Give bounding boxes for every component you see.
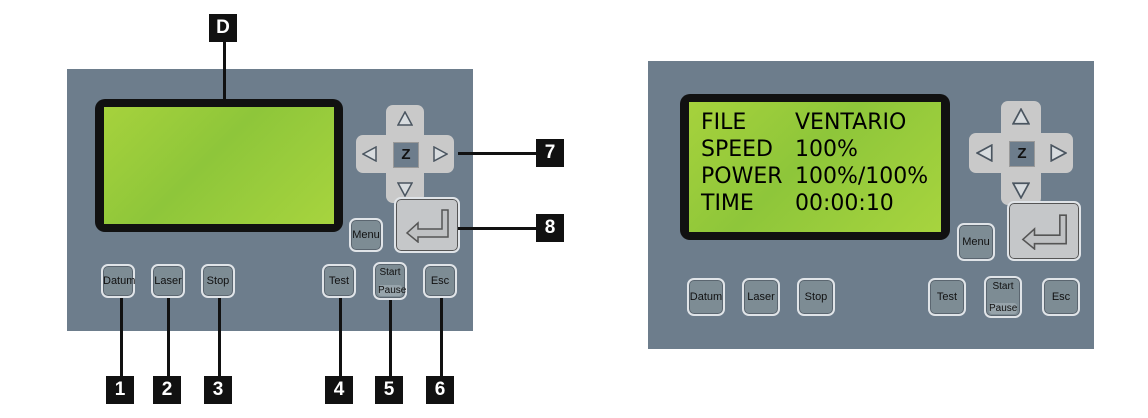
- callout-line-7: [458, 152, 536, 155]
- callout-line-4: [339, 298, 342, 376]
- callout-line-8: [458, 227, 536, 230]
- callout-d: D: [209, 14, 237, 42]
- control-panel-annotated: Z Menu Datum Laser Stop Test Start Pause…: [67, 69, 473, 331]
- direction-pad: Z: [969, 101, 1073, 205]
- stop-button[interactable]: Stop: [201, 264, 235, 298]
- arrow-up-icon[interactable]: [397, 111, 413, 127]
- esc-button[interactable]: Esc: [423, 264, 457, 298]
- callout-line-5: [389, 300, 392, 376]
- test-button[interactable]: Test: [928, 278, 966, 316]
- z-button[interactable]: Z: [393, 142, 419, 168]
- enter-button[interactable]: [1007, 201, 1081, 261]
- callout-3: 3: [204, 376, 232, 404]
- lcd-display-frame: [95, 99, 343, 232]
- datum-button[interactable]: Datum: [687, 278, 725, 316]
- callout-line-6: [440, 298, 443, 376]
- callout-line-2: [167, 298, 170, 376]
- callout-2: 2: [153, 376, 181, 404]
- arrow-down-icon[interactable]: [397, 181, 413, 197]
- arrow-right-icon[interactable]: [432, 146, 448, 162]
- start-pause-button[interactable]: Start Pause: [984, 276, 1022, 318]
- callout-line-1: [120, 298, 123, 376]
- arrow-up-icon[interactable]: [1012, 108, 1030, 126]
- enter-arrow-icon: [405, 209, 449, 243]
- start-pause-button[interactable]: Start Pause: [373, 262, 407, 300]
- laser-button[interactable]: Laser: [151, 264, 185, 298]
- menu-button[interactable]: Menu: [349, 218, 383, 252]
- stop-button[interactable]: Stop: [797, 278, 835, 316]
- callout-1: 1: [106, 376, 134, 404]
- datum-button[interactable]: Datum: [101, 264, 135, 298]
- callout-5: 5: [375, 376, 403, 404]
- arrow-down-icon[interactable]: [1012, 181, 1030, 199]
- z-button[interactable]: Z: [1009, 141, 1035, 167]
- enter-button[interactable]: [394, 197, 460, 253]
- arrow-left-icon[interactable]: [362, 146, 378, 162]
- arrow-left-icon[interactable]: [976, 144, 994, 162]
- direction-pad: Z: [356, 105, 454, 203]
- menu-button[interactable]: Menu: [957, 223, 995, 261]
- test-button[interactable]: Test: [322, 264, 356, 298]
- esc-button[interactable]: Esc: [1042, 278, 1080, 316]
- callout-4: 4: [325, 376, 353, 404]
- callout-line-d: [223, 42, 226, 102]
- callout-8: 8: [536, 214, 564, 242]
- callout-6: 6: [426, 376, 454, 404]
- lcd-screen: [104, 107, 334, 224]
- laser-button[interactable]: Laser: [742, 278, 780, 316]
- enter-arrow-icon: [1021, 214, 1067, 250]
- callout-7: 7: [536, 139, 564, 167]
- arrow-right-icon[interactable]: [1049, 144, 1067, 162]
- callout-line-3: [218, 298, 221, 376]
